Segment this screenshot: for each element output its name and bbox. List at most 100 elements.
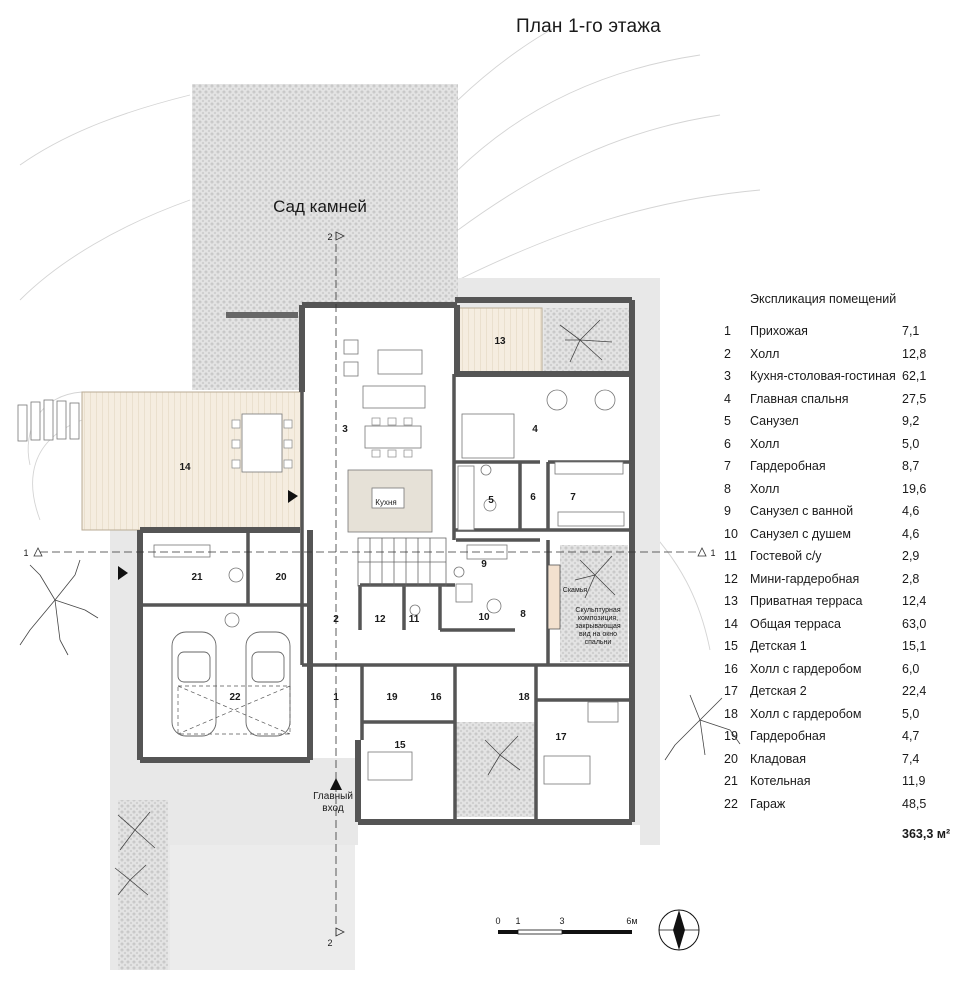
entrance-label-line: Главный [313, 791, 353, 802]
sculpture-note-line: Скульптурная [575, 607, 620, 614]
section-mark-2: 2 [327, 938, 332, 948]
legend-no: 12 [724, 571, 738, 586]
section-arrow-left [33, 547, 43, 557]
walkway [170, 845, 355, 970]
legend-no: 15 [724, 639, 738, 653]
legend-no: 13 [724, 594, 738, 608]
bedroom-furniture [367, 389, 625, 785]
legend-name: Холл [750, 346, 780, 361]
tree-icons [19, 319, 741, 896]
legend-no: 1 [724, 324, 731, 338]
room-number: 22 [229, 692, 241, 703]
legend-area: 5,0 [902, 436, 920, 451]
legend-no: 14 [724, 616, 738, 631]
room-number: 4 [532, 424, 538, 435]
living-furniture [241, 339, 426, 473]
kitchen-label: Кухня [375, 498, 396, 507]
legend-no: 21 [724, 774, 738, 788]
stepping-stones [17, 399, 80, 442]
legend-area: 7,4 [902, 751, 920, 766]
legend-area: 27,5 [902, 391, 927, 406]
legend-area: 5,0 [902, 706, 920, 721]
sculpture-note-line: композиция, [578, 615, 618, 622]
room-number: 3 [342, 424, 348, 435]
legend-name: Гараж [750, 796, 786, 811]
room-number: 18 [518, 692, 530, 703]
legend-area: 15,1 [902, 639, 927, 653]
legend-name: Гардеробная [750, 459, 826, 473]
legend-no: 10 [724, 526, 738, 541]
north-arrow-icon [658, 909, 700, 951]
garden-label: Сад камней [273, 197, 367, 216]
scale-label: 6м [626, 916, 637, 926]
bench-label: Скамья [563, 587, 588, 594]
room-number: 21 [191, 572, 203, 583]
legend-name: Приватная терраса [750, 594, 863, 608]
entrance-arrow-boiler [118, 566, 128, 580]
legend-area: 19,6 [902, 481, 927, 496]
legend-no: 7 [724, 459, 731, 473]
room-number: 12 [374, 614, 386, 625]
legend-name: Общая терраса [750, 616, 841, 631]
entrance-arrow-terrace [288, 490, 298, 503]
legend-name: Кухня-столовая-гостиная [750, 369, 896, 383]
legend-no: 6 [724, 436, 731, 451]
room-labels: Сад камнейКухняСкамьяСкульптурнаякомпози… [23, 197, 715, 948]
legend-area: 4,6 [902, 504, 920, 518]
legend-name: Холл [750, 436, 780, 451]
room-number: 16 [430, 692, 442, 703]
legend-area: 2,8 [902, 571, 920, 586]
legend-row: 12 Мини-гардеробная 2,8 [722, 572, 972, 590]
room-number: 5 [488, 495, 494, 506]
legend-name: Санузел с ванной [750, 504, 854, 518]
kitchen-island [371, 487, 405, 509]
legend-title: Экспликация помещений [750, 292, 897, 306]
legend-area: 7,1 [902, 324, 920, 338]
legend-no: 18 [724, 706, 738, 721]
legend-area: 4,7 [902, 729, 920, 743]
legend-name: Холл с гардеробом [750, 661, 862, 676]
legend-name: Санузел с душем [750, 526, 852, 541]
legend-no: 11 [724, 549, 737, 563]
legend-name: Детская 2 [750, 684, 807, 698]
entrance-label-line: вход [322, 803, 344, 814]
legend-name: Санузел [750, 414, 799, 428]
pergola-beam [226, 312, 298, 318]
scale-label: 0 [495, 916, 500, 926]
legend-no: 4 [724, 391, 731, 406]
legend-name: Мини-гардеробная [750, 571, 860, 586]
sculpture-note-line: спальни [585, 639, 612, 646]
legend-no: 8 [724, 481, 731, 496]
room-number: 1 [333, 692, 339, 703]
legend-area: 63,0 [902, 616, 927, 631]
legend-no: 22 [724, 796, 738, 811]
legend-row: 11 Гостевой с/у 2,9 [722, 549, 972, 567]
legend-area: 2,9 [902, 549, 920, 563]
legend-area: 9,2 [902, 414, 920, 428]
bench [547, 564, 561, 630]
section-mark-1: 1 [23, 548, 28, 558]
legend-name: Гардеробная [750, 729, 826, 743]
legend-row: 5 Санузел 9,2 [722, 414, 972, 432]
legend-no: 5 [724, 414, 731, 428]
room-number: 8 [520, 609, 526, 620]
room-number: 14 [179, 462, 191, 473]
contour-lines [19, 24, 761, 651]
sculpture-note-line: закрывающая [575, 623, 621, 630]
courtyard-mid [560, 545, 628, 662]
room-number: 11 [409, 614, 420, 625]
room-number: 19 [386, 692, 398, 703]
legend-name: Гостевой с/у [750, 549, 822, 563]
